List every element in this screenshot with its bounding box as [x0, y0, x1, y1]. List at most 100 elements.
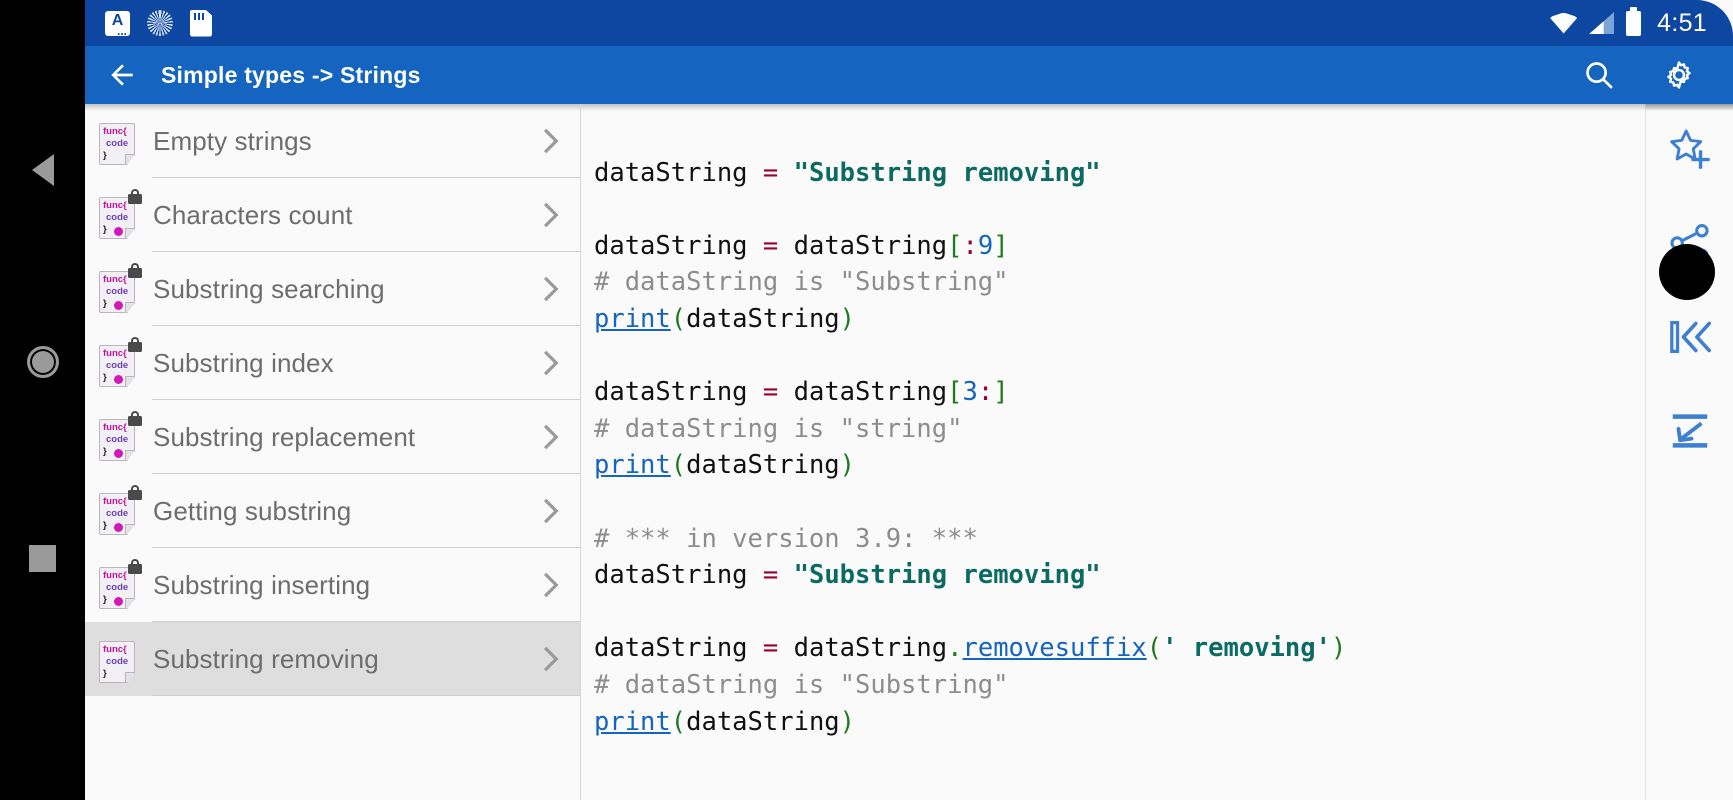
list-item[interactable]: func{code} Substring replacement: [85, 400, 580, 474]
print-function-link[interactable]: print: [594, 303, 671, 334]
code-snippet-icon: func{code}: [97, 485, 143, 537]
status-bar-notifications: A: [105, 9, 212, 41]
list-divider: [152, 621, 580, 622]
code-snippet-icon: func{code}: [97, 633, 143, 685]
code-snippet-icon: func{code}: [97, 263, 143, 315]
add-to-favorites-button[interactable]: [1665, 124, 1715, 174]
list-item[interactable]: func{code} Substring inserting: [85, 548, 580, 622]
status-bar-system: 4:51: [1550, 6, 1707, 38]
list-item[interactable]: func{code} Empty strings: [85, 104, 580, 178]
lock-icon: [128, 411, 142, 426]
status-dot: [114, 523, 123, 532]
document-icon: func{code}: [99, 123, 135, 165]
collapse-button[interactable]: [1665, 406, 1715, 456]
main-content: func{code} Empty strings func{code} Charact…: [85, 104, 1733, 800]
code-snippet-icon: func{code}: [97, 559, 143, 611]
document-icon: func{code}: [99, 493, 135, 535]
list-divider: [152, 325, 580, 326]
list-item[interactable]: func{code} Getting substring: [85, 474, 580, 548]
code-snippet-icon: func{code}: [97, 411, 143, 463]
list-divider: [152, 177, 580, 178]
nav-home-button[interactable]: [0, 332, 85, 392]
list-item-label: Characters count: [153, 199, 353, 230]
topic-list[interactable]: func{code} Empty strings func{code} Charact…: [85, 104, 581, 800]
chevron-right-icon: [530, 195, 570, 235]
document-icon: func{code}: [99, 567, 135, 609]
status-bar-clock: 4:51: [1657, 8, 1707, 37]
chevron-right-icon: [530, 491, 570, 531]
android-navigation-bar: [0, 0, 85, 800]
a-notification-icon: A: [105, 10, 130, 41]
skip-to-start-button[interactable]: [1665, 312, 1715, 362]
chevron-right-icon: [530, 417, 570, 457]
nav-back-button[interactable]: [0, 140, 85, 200]
back-button[interactable]: [85, 46, 159, 104]
lock-icon: [128, 559, 142, 574]
settings-button[interactable]: [1661, 57, 1697, 93]
battery-icon: [1626, 6, 1642, 36]
search-button[interactable]: [1581, 57, 1617, 93]
document-icon: func{code}: [99, 271, 135, 313]
print-function-link[interactable]: print: [594, 450, 671, 481]
code-block: dataString = "Substring removing" dataSt…: [594, 157, 1347, 737]
chevron-right-icon: [530, 121, 570, 161]
status-dot: [114, 375, 123, 384]
list-item[interactable]: func{code} Substring index: [85, 326, 580, 400]
status-dot: [114, 301, 123, 310]
code-snippet-icon: func{code}: [97, 337, 143, 389]
chevron-right-icon: [530, 565, 570, 605]
search-icon: [1586, 62, 1613, 89]
code-snippet-icon: func{code}: [97, 115, 143, 167]
list-divider: [152, 251, 580, 252]
chevron-right-icon: [530, 639, 570, 679]
skip-previous-icon: [1669, 320, 1711, 354]
code-viewer[interactable]: dataString = "Substring removing" dataSt…: [581, 104, 1733, 800]
chevron-right-icon: [530, 343, 570, 383]
wifi-icon: [1550, 12, 1578, 34]
lock-icon: [128, 189, 142, 204]
share-button[interactable]: [1665, 218, 1715, 268]
back-arrow-icon: [111, 64, 133, 86]
cellular-signal-icon: [1589, 12, 1615, 34]
removesuffix-function-link[interactable]: removesuffix: [962, 633, 1147, 664]
list-item-label: Substring removing: [153, 643, 379, 674]
list-divider: [152, 547, 580, 548]
document-icon: func{code}: [99, 197, 135, 239]
list-item-label: Substring replacement: [153, 421, 416, 452]
collapse-arrow-icon: [1672, 414, 1707, 448]
list-item-label: Substring inserting: [153, 569, 371, 600]
action-rail: [1645, 104, 1733, 800]
list-divider: [152, 399, 580, 400]
list-item-label: Empty strings: [153, 125, 312, 156]
status-bar: A 4:51: [85, 0, 1733, 46]
document-icon: func{code}: [99, 345, 135, 387]
sd-card-icon: [190, 9, 212, 37]
print-function-link[interactable]: print: [594, 706, 671, 737]
list-item[interactable]: func{code}Substring searching: [85, 252, 580, 326]
sync-icon: [147, 10, 173, 36]
app-window: A 4:51 Simple types -> Strings: [85, 0, 1733, 800]
nav-recents-button[interactable]: [0, 528, 85, 588]
lock-icon: [128, 263, 142, 278]
code-snippet-icon: func{code}: [97, 189, 143, 241]
triangle-left-icon: [31, 154, 54, 186]
star-plus-icon: [1669, 129, 1710, 169]
list-item[interactable]: func{code} Characters count: [85, 178, 580, 252]
gear-icon: [1667, 61, 1691, 89]
page-title: Simple types -> Strings: [161, 61, 421, 88]
document-icon: func{code}: [99, 641, 135, 683]
status-dot: [114, 449, 123, 458]
app-bar: Simple types -> Strings: [85, 46, 1733, 104]
list-item-label: Getting substring: [153, 495, 352, 526]
chevron-right-icon: [530, 269, 570, 309]
document-icon: func{code}: [99, 419, 135, 461]
list-item-label: Substring index: [153, 347, 334, 378]
share-icon: [1669, 224, 1709, 262]
list-divider: [152, 473, 580, 474]
lock-icon: [128, 485, 142, 500]
app-bar-actions: [1581, 57, 1733, 93]
list-item[interactable]: func{code} Substring removing: [85, 622, 580, 696]
status-dot: [114, 227, 123, 236]
status-dot: [114, 597, 123, 606]
